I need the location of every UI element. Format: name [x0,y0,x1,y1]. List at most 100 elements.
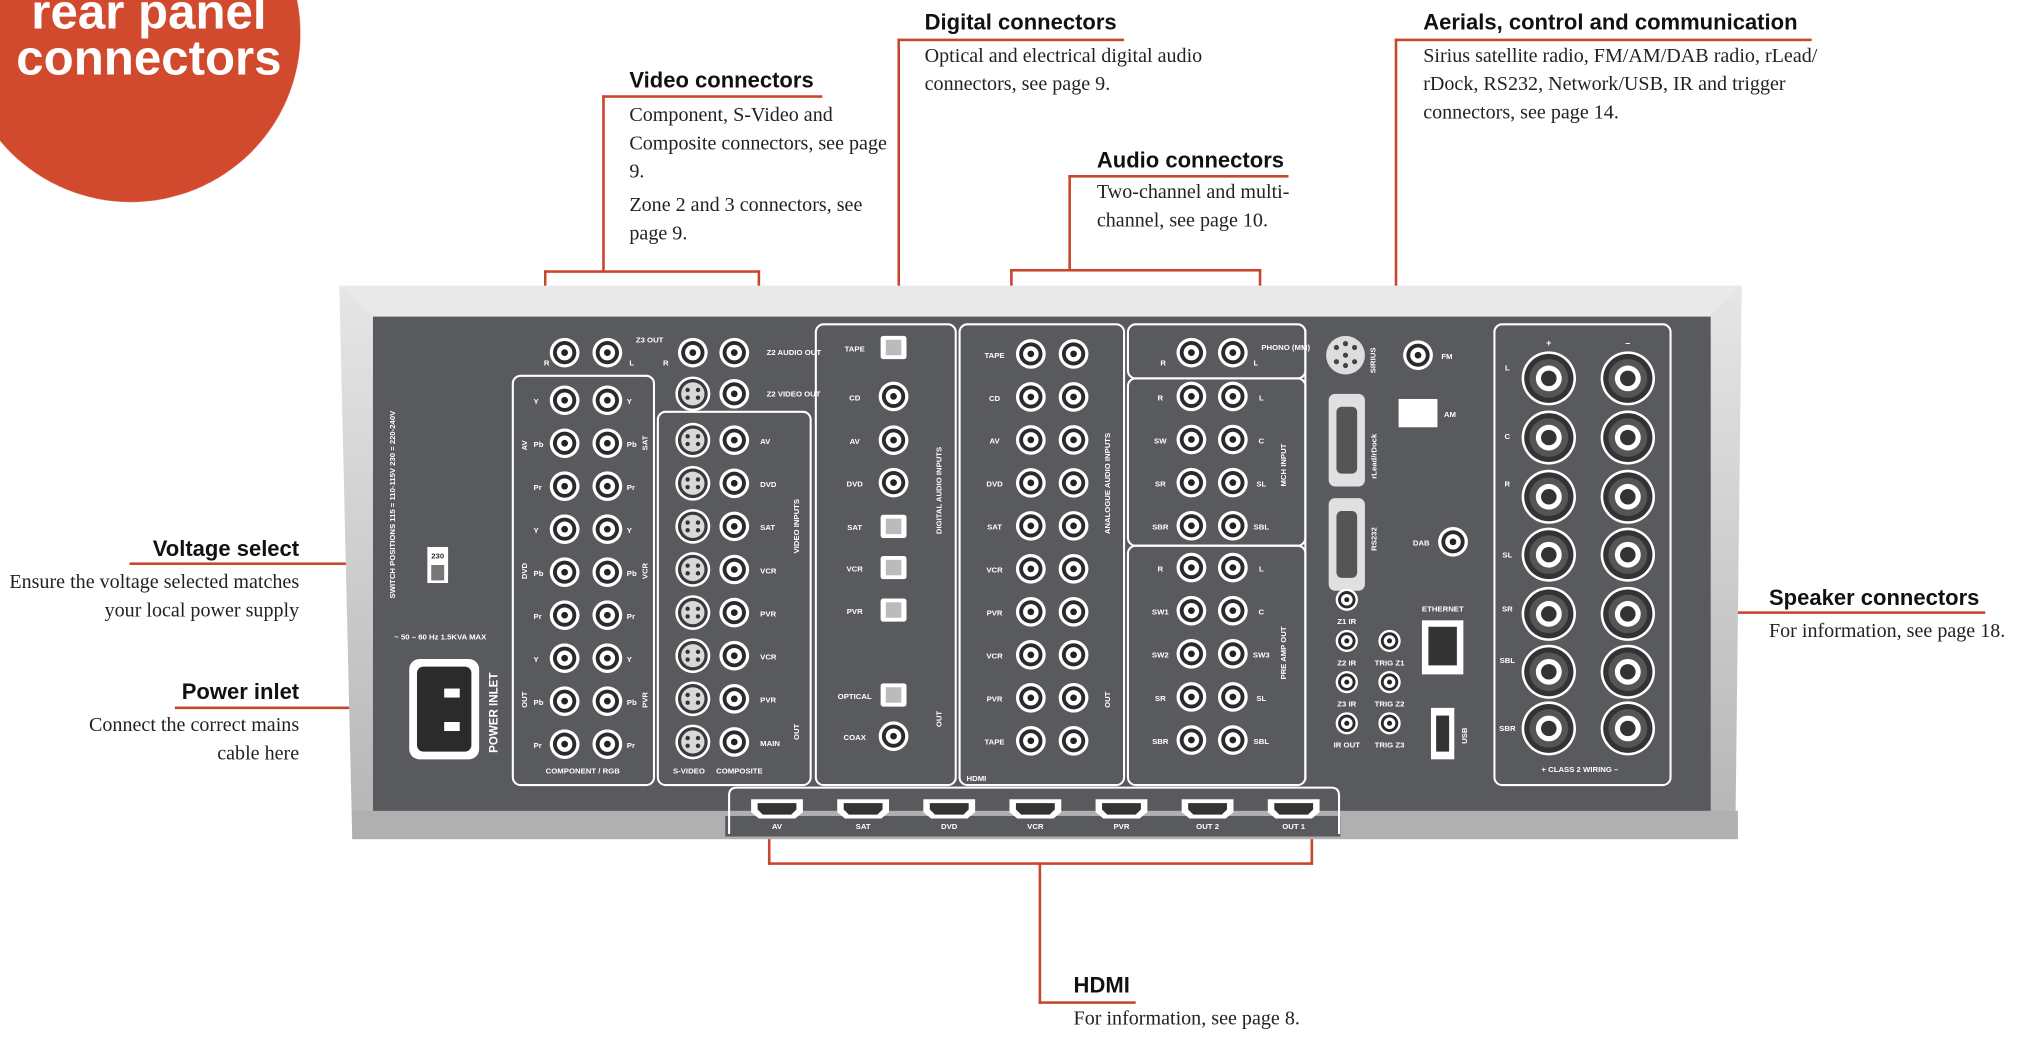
preout-sw2-jack[interactable] [1176,638,1207,669]
speaker-sl-minus-terminal[interactable] [1600,527,1656,582]
speaker-c-plus-terminal[interactable] [1521,410,1577,465]
trigger-jack[interactable] [1378,712,1401,735]
hdmi-sat-port[interactable] [837,799,890,819]
preout-sl-jack[interactable] [1217,682,1248,712]
dab-antenna-jack[interactable] [1438,527,1468,557]
hdmi-out-2-port[interactable] [1181,799,1234,819]
hdmi-dvd-port[interactable] [923,799,976,819]
mch-sw-jack[interactable] [1176,424,1207,455]
ir-jack[interactable] [1335,629,1358,653]
analogue-pvr-right-jack[interactable] [1015,597,1046,627]
composite-dvd-jack[interactable] [719,468,750,499]
analogue-pvr-right-jack[interactable] [1015,683,1046,713]
mch-sl-jack[interactable] [1217,467,1248,498]
component-pr-right-jack[interactable] [592,600,623,630]
analogue-vcr-right-jack[interactable] [1015,554,1046,584]
speaker-sbl-minus-terminal[interactable] [1600,644,1656,699]
ir-jack[interactable] [1335,671,1358,694]
svideo-main-jack[interactable] [675,724,711,760]
component-y-right-jack[interactable] [592,385,623,416]
speaker-sl-plus-terminal[interactable] [1521,527,1577,582]
speaker-l-plus-terminal[interactable] [1521,351,1577,406]
mch-l-jack[interactable] [1217,381,1248,412]
svideo-vcr-jack[interactable] [675,552,711,587]
preout-c-jack[interactable] [1217,595,1248,626]
analogue-vcr-left-jack[interactable] [1058,640,1089,670]
digital-sat-jack[interactable] [880,514,907,538]
mch-r-jack[interactable] [1176,381,1207,412]
svideo-vcr-jack[interactable] [675,638,711,674]
digital-dvd-jack[interactable] [878,467,909,498]
mch-sbl-jack[interactable] [1217,510,1248,541]
ir-jack[interactable] [1335,712,1358,735]
digital-cd-jack[interactable] [878,381,909,412]
component-pr-right-jack[interactable] [592,471,623,502]
trigger-jack[interactable] [1378,629,1401,653]
digital-optical-jack[interactable] [880,683,907,707]
preout-sbr-jack[interactable] [1176,725,1207,755]
component-pb-left-jack[interactable] [549,557,580,588]
analogue-pvr-left-jack[interactable] [1058,597,1089,627]
component-pb-right-jack[interactable] [592,686,623,716]
ir-jack[interactable] [1335,588,1358,611]
preout-sr-jack[interactable] [1176,682,1207,712]
composite-av-jack[interactable] [719,425,750,455]
preout-sbl-jack[interactable] [1217,725,1248,755]
mch-sbr-jack[interactable] [1176,510,1207,541]
analogue-cd-left-jack[interactable] [1058,382,1089,412]
analogue-tape-right-jack[interactable] [1015,725,1046,756]
speaker-l-minus-terminal[interactable] [1600,351,1656,406]
component-y-left-jack[interactable] [549,385,580,416]
svideo-pvr-jack[interactable] [675,595,711,630]
hdmi-vcr-port[interactable] [1009,799,1062,819]
component-pr-left-jack[interactable] [549,729,580,759]
composite-pvr-jack[interactable] [719,597,750,628]
mch-c-jack[interactable] [1217,424,1248,455]
svideo-av-jack[interactable] [675,422,711,458]
digital-coax-jack[interactable] [878,721,909,751]
analogue-av-left-jack[interactable] [1058,425,1089,455]
component-pr-left-jack[interactable] [549,600,580,630]
speaker-sr-plus-terminal[interactable] [1521,586,1577,641]
component-pb-right-jack[interactable] [592,428,623,459]
am-antenna-terminal[interactable] [1398,398,1438,428]
composite-vcr-jack[interactable] [719,640,750,671]
mch-sr-jack[interactable] [1176,467,1207,498]
speaker-sbl-plus-terminal[interactable] [1521,644,1577,699]
hdmi-pvr-port[interactable] [1095,799,1148,819]
hdmi-out-1-port[interactable] [1267,799,1320,819]
analogue-tape-right-jack[interactable] [1015,339,1046,369]
svideo-sat-jack[interactable] [675,509,711,544]
component-y-left-jack[interactable] [549,643,580,673]
composite-sat-jack[interactable] [719,511,750,542]
digital-av-jack[interactable] [878,425,909,455]
component-y-left-jack[interactable] [549,514,580,545]
analogue-cd-right-jack[interactable] [1015,382,1046,412]
component-y-right-jack[interactable] [592,514,623,545]
fm-antenna-jack[interactable] [1403,340,1433,371]
composite-vcr-jack[interactable] [719,554,750,585]
analogue-dvd-right-jack[interactable] [1015,468,1046,498]
hdmi-av-port[interactable] [751,799,803,819]
component-pb-left-jack[interactable] [549,428,580,459]
component-y-right-jack[interactable] [592,643,623,673]
speaker-sbr-minus-terminal[interactable] [1600,701,1656,756]
phono-l-jack[interactable] [1217,337,1248,368]
component-pr-right-jack[interactable] [592,729,623,759]
preout-sw3-jack[interactable] [1217,638,1248,669]
analogue-vcr-right-jack[interactable] [1015,640,1046,670]
composite-pvr-jack[interactable] [719,684,750,714]
analogue-sat-right-jack[interactable] [1015,511,1046,541]
analogue-sat-left-jack[interactable] [1058,511,1089,541]
phono-r-jack[interactable] [1176,337,1207,368]
component-pr-left-jack[interactable] [549,471,580,502]
preout-sw1-jack[interactable] [1176,595,1207,626]
preout-l-jack[interactable] [1217,552,1248,583]
digital-tape-jack[interactable] [880,335,907,360]
preout-r-jack[interactable] [1176,552,1207,583]
analogue-av-right-jack[interactable] [1015,425,1046,455]
analogue-tape-left-jack[interactable] [1058,339,1089,369]
trigger-jack[interactable] [1378,671,1401,694]
speaker-c-minus-terminal[interactable] [1600,410,1656,465]
composite-main-jack[interactable] [719,727,750,757]
